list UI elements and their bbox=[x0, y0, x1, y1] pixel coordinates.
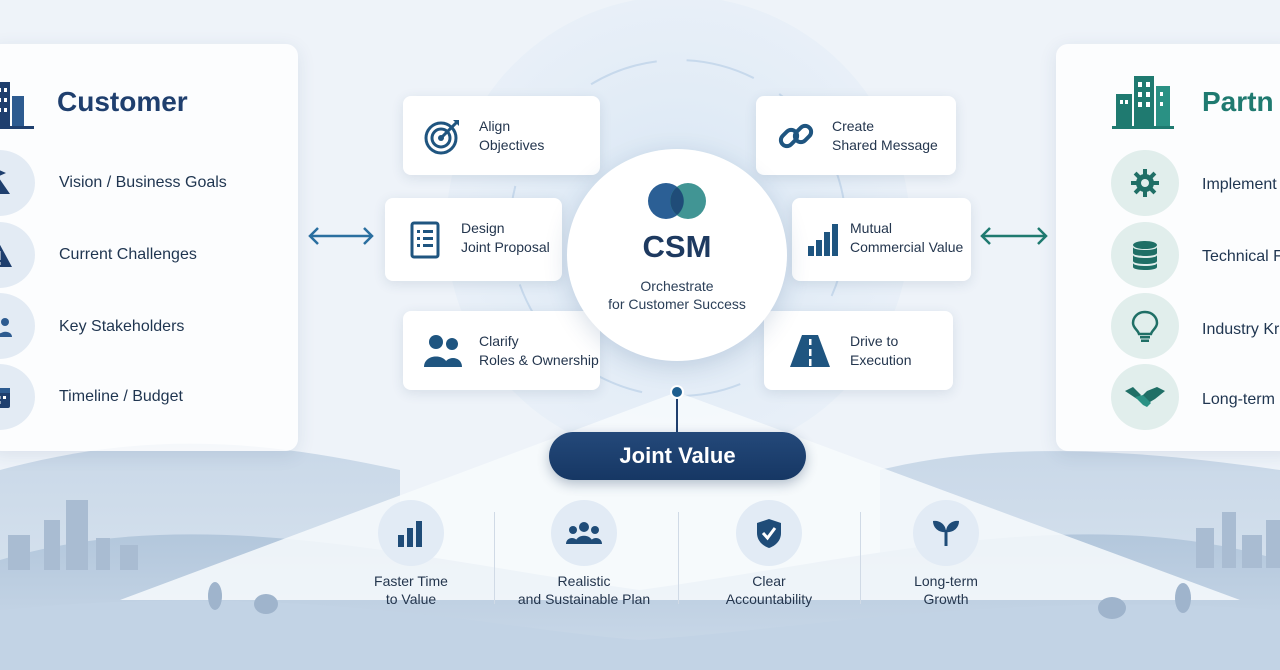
card-line1: Align bbox=[479, 118, 511, 134]
benefit-line1: Clear bbox=[752, 573, 786, 589]
activity-card-align-objectives: Align Objectives bbox=[403, 96, 600, 175]
partner-item-label: Implement bbox=[1202, 176, 1277, 193]
bar-chart-icon bbox=[378, 500, 444, 566]
divider bbox=[678, 512, 679, 604]
benefit-line2: and Sustainable Plan bbox=[517, 591, 651, 607]
mountain-flag-icon bbox=[0, 150, 35, 216]
hub-title: CSM bbox=[642, 229, 712, 264]
card-line2: Roles & Ownership bbox=[479, 352, 599, 368]
people-icon bbox=[0, 293, 35, 359]
database-icon bbox=[1111, 222, 1179, 288]
card-line2: Objectives bbox=[479, 137, 545, 153]
document-icon bbox=[403, 220, 447, 260]
card-line2: Joint Proposal bbox=[461, 239, 550, 255]
benefit-line2: Growth bbox=[923, 591, 969, 607]
link-icon bbox=[774, 116, 818, 156]
card-line1: Drive to bbox=[850, 333, 899, 349]
benefit-line1: Faster Time bbox=[374, 573, 448, 589]
calendar-icon bbox=[0, 364, 35, 430]
benefit-line1: Long-term bbox=[914, 573, 978, 589]
activity-card-drive-execution: Drive to Execution bbox=[764, 311, 953, 390]
activity-card-commercial-value: Mutual Commercial Value bbox=[792, 198, 971, 281]
lightbulb-icon bbox=[1111, 293, 1179, 359]
customer-item-label: Current Challenges bbox=[59, 246, 197, 263]
target-icon bbox=[421, 116, 465, 156]
card-line2: Execution bbox=[850, 352, 912, 368]
partner-title: Partn bbox=[1202, 86, 1274, 117]
joint-value-pill: Joint Value bbox=[549, 432, 806, 480]
handshake-icon bbox=[1111, 364, 1179, 430]
divider bbox=[494, 512, 495, 604]
partner-panel: Partn Implement Technical F Industry Kr … bbox=[1056, 44, 1280, 451]
card-line1: Design bbox=[461, 220, 505, 236]
linked-circles-icon bbox=[642, 181, 712, 226]
activity-card-clarify-roles: Clarify Roles & Ownership bbox=[403, 311, 600, 390]
bar-chart-icon bbox=[802, 220, 846, 260]
customer-item-label: Key Stakeholders bbox=[59, 318, 185, 335]
hub-line2: for Customer Success bbox=[608, 296, 746, 312]
warning-icon bbox=[0, 222, 35, 288]
csm-hub: CSM Orchestrate for Customer Success bbox=[567, 149, 787, 361]
customer-title: Customer bbox=[57, 86, 188, 117]
divider bbox=[860, 512, 861, 604]
group-icon bbox=[551, 500, 617, 566]
activity-card-shared-message: Create Shared Message bbox=[756, 96, 956, 175]
partner-item-label: Technical F bbox=[1202, 248, 1280, 265]
card-line1: Create bbox=[832, 118, 875, 134]
card-line2: Shared Message bbox=[832, 137, 938, 153]
customer-item-label: Vision / Business Goals bbox=[59, 174, 227, 191]
activity-card-design-proposal: Design Joint Proposal bbox=[385, 198, 562, 281]
hub-line1: Orchestrate bbox=[640, 278, 714, 294]
customer-item-label: Timeline / Budget bbox=[59, 388, 183, 405]
gear-icon bbox=[1111, 150, 1179, 216]
team-icon bbox=[421, 331, 465, 371]
partner-item-label: Long-term bbox=[1202, 391, 1275, 408]
building-icon bbox=[0, 72, 34, 135]
benefit-line1: Realistic bbox=[557, 573, 611, 589]
card-line1: Clarify bbox=[479, 333, 519, 349]
card-line1: Mutual bbox=[850, 220, 893, 236]
benefit-line2: to Value bbox=[385, 591, 437, 607]
card-line2: Commercial Value bbox=[850, 239, 964, 255]
sprout-icon bbox=[913, 500, 979, 566]
partner-item-label: Industry Kr bbox=[1202, 321, 1280, 338]
road-icon bbox=[788, 331, 832, 371]
shield-check-icon bbox=[736, 500, 802, 566]
customer-panel: Customer Vision / Business Goals Current… bbox=[0, 44, 298, 451]
office-building-icon bbox=[1112, 72, 1174, 135]
benefit-line2: Accountability bbox=[725, 591, 813, 607]
